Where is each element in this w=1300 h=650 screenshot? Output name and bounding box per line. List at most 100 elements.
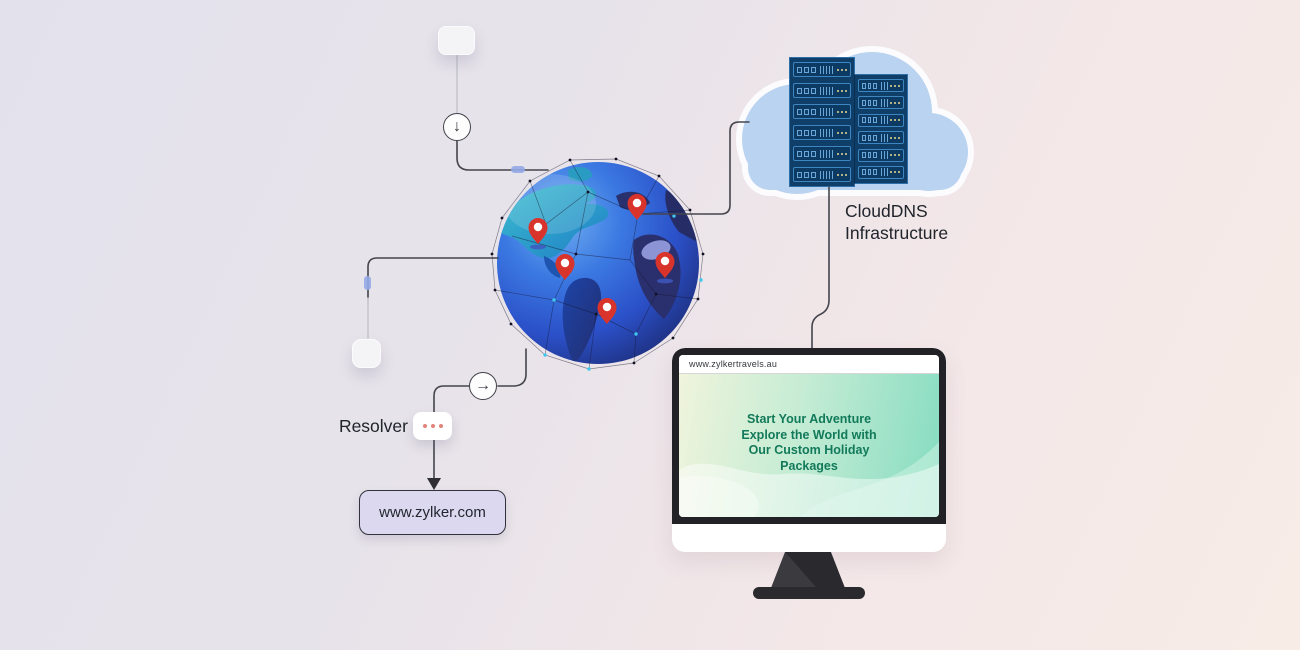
globe xyxy=(490,157,705,371)
server-vent xyxy=(820,149,835,158)
resolver-dot xyxy=(438,424,443,428)
server-led xyxy=(890,171,892,174)
server-led xyxy=(841,152,843,155)
server-slot xyxy=(862,134,866,141)
server-vent xyxy=(820,170,835,179)
server-leds xyxy=(837,173,847,176)
server-leds xyxy=(890,171,900,174)
server-slot xyxy=(797,108,802,115)
server-vent xyxy=(880,81,888,90)
server-led xyxy=(837,68,839,71)
server-slot xyxy=(804,66,809,73)
domain-box-label: www.zylker.com xyxy=(379,504,486,521)
server-led xyxy=(894,84,896,87)
server-unit xyxy=(793,62,851,77)
server-led xyxy=(890,84,892,87)
server-led xyxy=(845,110,847,113)
server-vent xyxy=(880,98,888,107)
server-slot xyxy=(867,152,871,159)
server-rack-left xyxy=(789,57,855,187)
monitor: www.zylkertravels.au Start Your Adventur… xyxy=(672,348,946,552)
server-led xyxy=(890,136,892,139)
server-vent xyxy=(880,168,888,177)
server-led xyxy=(837,131,839,134)
browser-address-bar: www.zylkertravels.au xyxy=(679,355,939,374)
resolver-node xyxy=(413,412,452,440)
data-packet-bead xyxy=(364,276,371,290)
server-slot xyxy=(862,117,866,124)
server-led xyxy=(890,119,892,122)
server-slot xyxy=(862,169,866,176)
server-led xyxy=(841,68,843,71)
server-led xyxy=(837,152,839,155)
webpage-headline: Start Your Adventure Explore the World w… xyxy=(741,412,877,473)
server-slot xyxy=(804,87,809,94)
server-led xyxy=(894,119,896,122)
server-slot xyxy=(811,150,816,157)
server-led xyxy=(837,89,839,92)
server-led xyxy=(845,89,847,92)
server-slot xyxy=(862,99,866,106)
server-led xyxy=(898,154,900,157)
server-slot xyxy=(797,66,802,73)
webpage: Start Your Adventure Explore the World w… xyxy=(679,374,939,517)
server-led xyxy=(837,173,839,176)
server-slot xyxy=(867,82,871,89)
resolver-dot xyxy=(430,424,435,428)
server-leds xyxy=(837,110,847,113)
server-led xyxy=(841,89,843,92)
server-unit xyxy=(858,79,904,92)
right-arrow-glyph: → xyxy=(475,377,491,394)
server-vent xyxy=(820,86,835,95)
server-unit xyxy=(858,148,904,162)
server-led xyxy=(898,84,900,87)
map-pin-icon xyxy=(597,298,617,324)
server-unit xyxy=(793,104,851,119)
server-slot xyxy=(867,117,871,124)
server-vent xyxy=(820,107,835,116)
server-slot xyxy=(811,129,816,136)
server-slot xyxy=(862,82,866,89)
server-led xyxy=(894,101,896,104)
server-leds xyxy=(837,152,847,155)
server-slot xyxy=(811,108,816,115)
server-leds xyxy=(837,68,847,71)
server-unit xyxy=(858,113,904,127)
browser-window: www.zylkertravels.au Start Your Adventur… xyxy=(679,355,939,517)
server-slot xyxy=(804,108,809,115)
server-leds xyxy=(837,131,847,134)
server-led xyxy=(898,171,900,174)
right-arrow-icon: → xyxy=(469,372,497,400)
server-slot xyxy=(804,171,809,178)
server-slot xyxy=(873,82,877,89)
server-slot xyxy=(873,134,877,141)
map-pin-icon xyxy=(627,194,647,220)
server-leds xyxy=(890,154,900,157)
server-slot xyxy=(797,171,802,178)
server-unit xyxy=(793,83,851,98)
clouddns-label: CloudDNS Infrastructure xyxy=(845,201,949,244)
server-led xyxy=(890,101,892,104)
server-led xyxy=(894,136,896,139)
server-led xyxy=(841,173,843,176)
server-slot xyxy=(811,87,816,94)
server-led xyxy=(845,152,847,155)
server-slot xyxy=(797,129,802,136)
blank-node-left xyxy=(352,339,381,368)
server-slot xyxy=(797,87,802,94)
webpage-waves xyxy=(679,442,939,517)
resolver-label: Resolver xyxy=(338,416,408,436)
server-led xyxy=(845,68,847,71)
server-unit xyxy=(858,165,904,179)
server-slot xyxy=(804,150,809,157)
monitor-stand-base xyxy=(753,587,865,599)
address-url: www.zylkertravels.au xyxy=(689,359,778,369)
down-arrow-icon: ↓ xyxy=(443,113,471,141)
server-leds xyxy=(890,84,900,87)
server-slot xyxy=(873,152,877,159)
server-slot xyxy=(811,66,816,73)
server-led xyxy=(898,136,900,139)
server-led xyxy=(841,110,843,113)
server-vent xyxy=(880,116,888,125)
server-led xyxy=(894,154,896,157)
